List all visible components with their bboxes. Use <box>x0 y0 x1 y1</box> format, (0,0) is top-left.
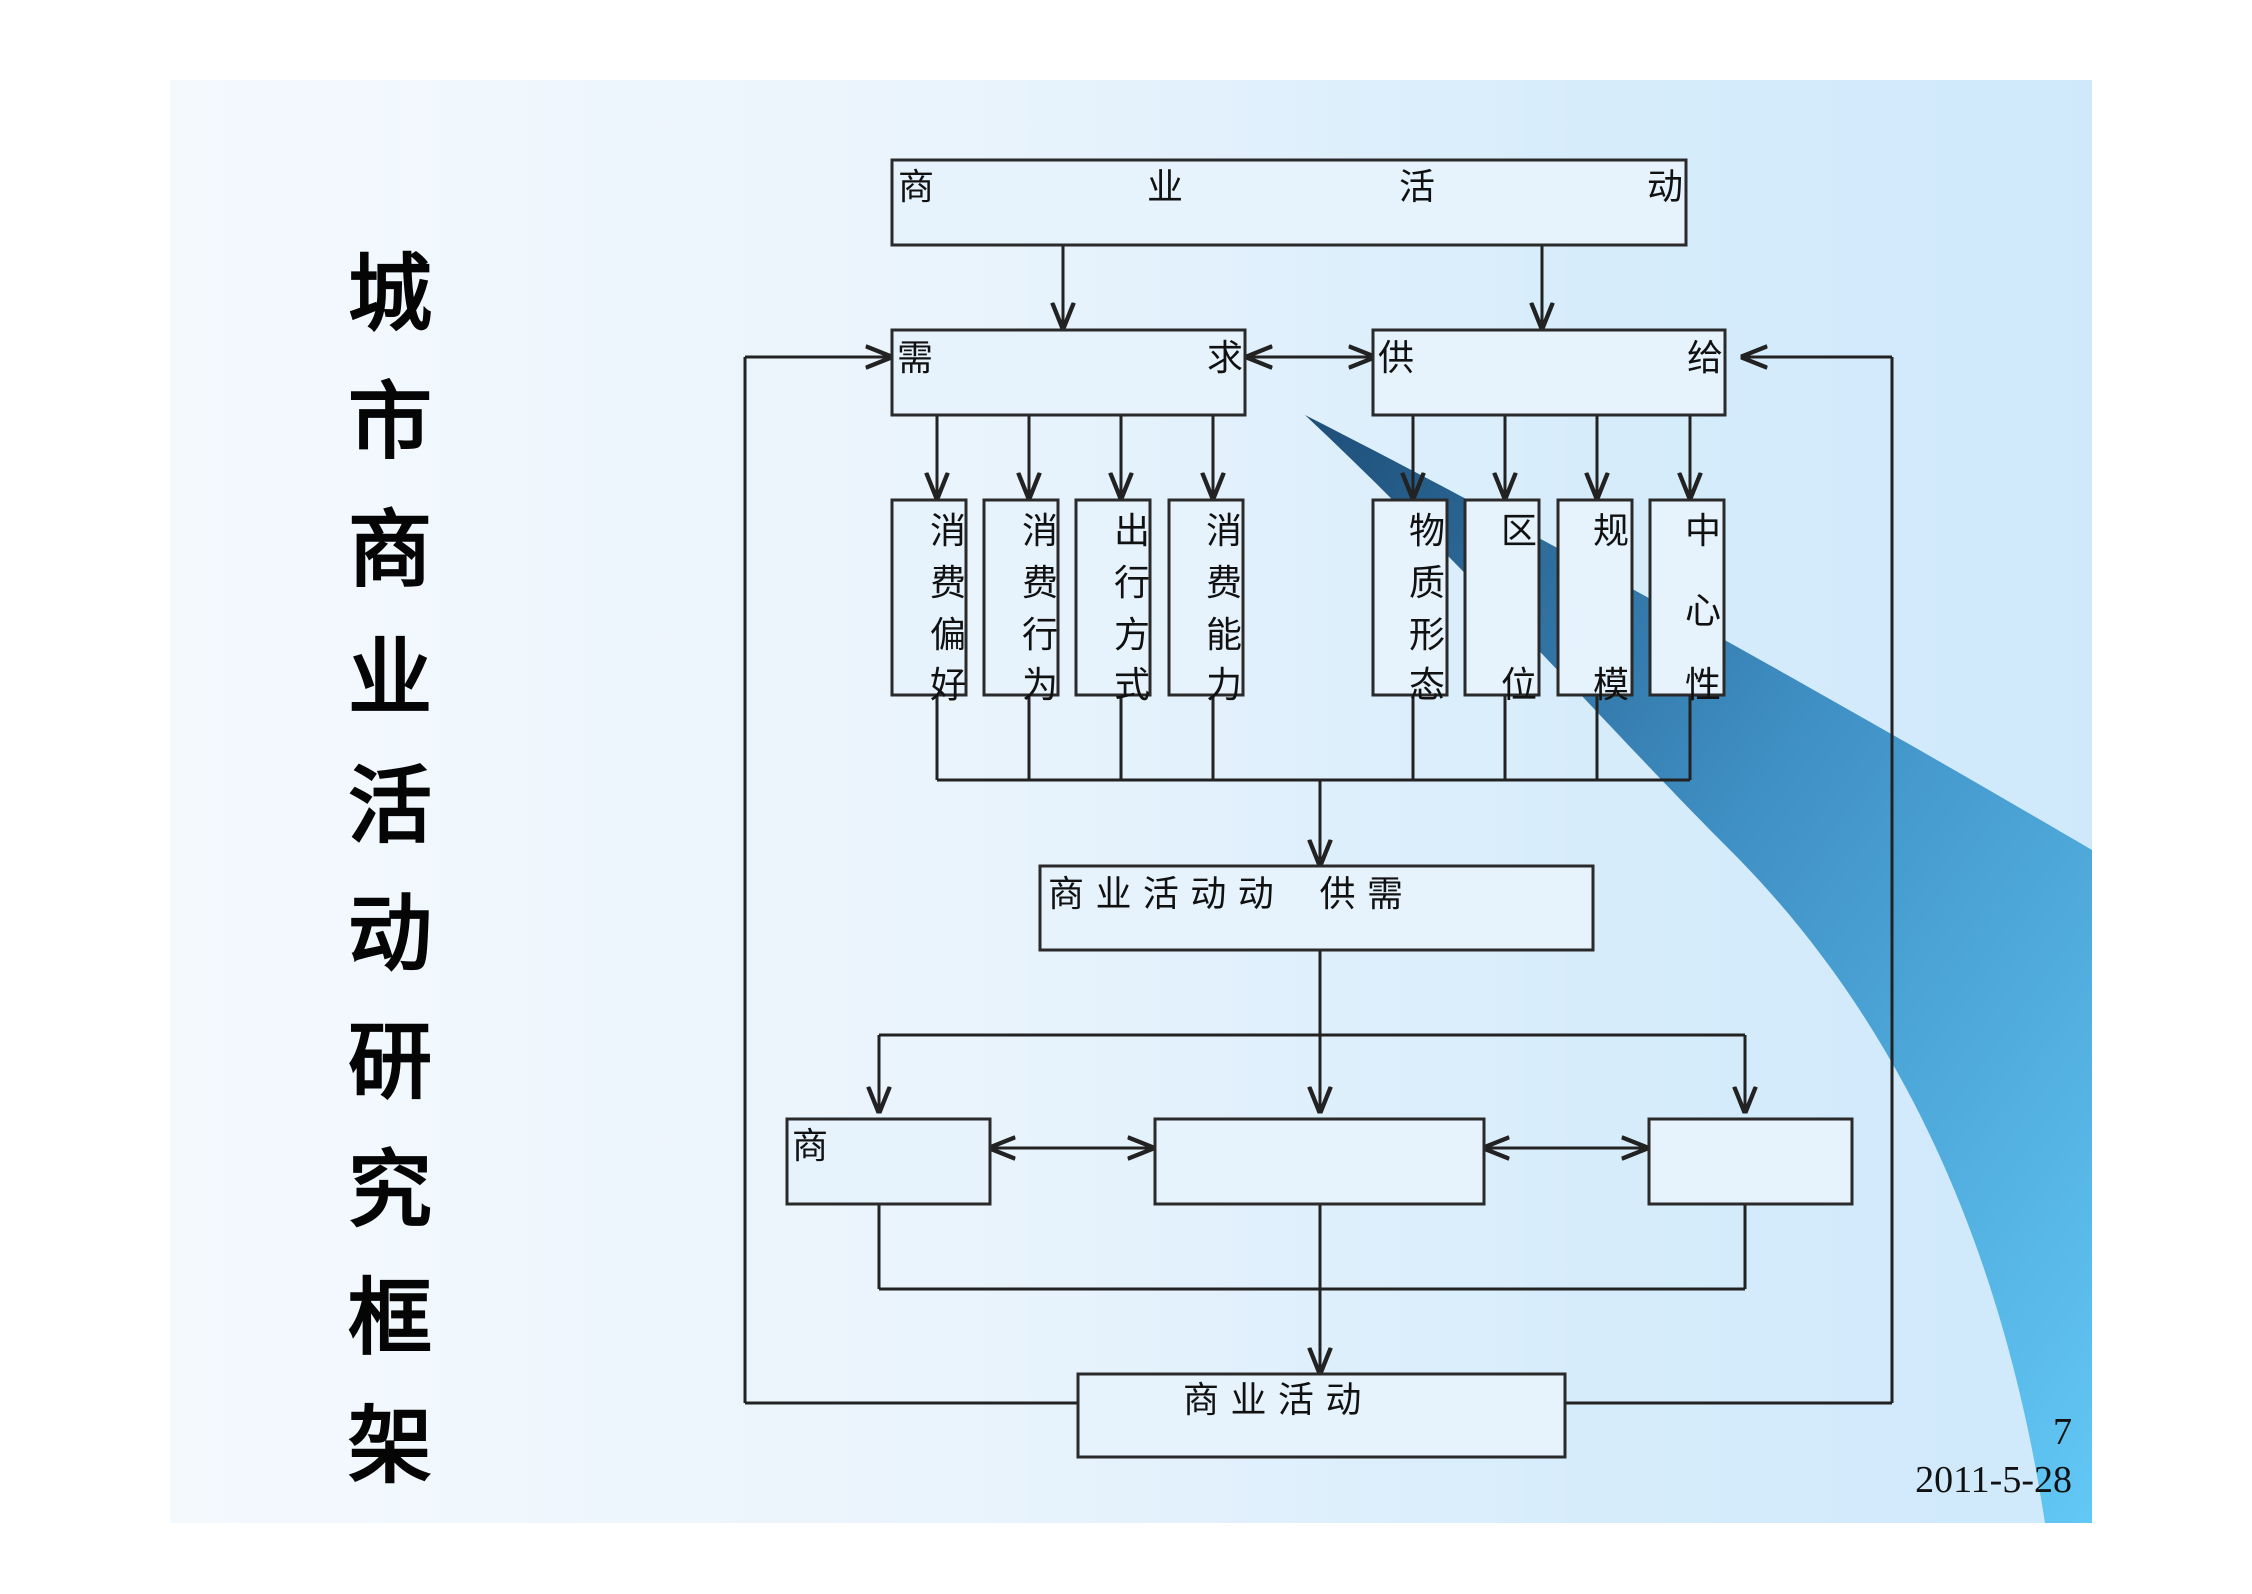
demand-factor-box <box>982 498 1060 697</box>
right-result-box <box>1647 1117 1854 1206</box>
bottom-box-label: 商 业 活 动 <box>1183 1380 1361 1421</box>
factor-char: 费 <box>1022 563 1058 604</box>
factor-char: 能 <box>1206 615 1242 656</box>
factor-char: 为 <box>1022 665 1058 706</box>
business-activity-top-box <box>890 158 1688 247</box>
title-char: 动 <box>347 885 432 983</box>
demand-factor-box <box>1074 498 1152 697</box>
factor-char: 物 <box>1409 511 1445 552</box>
demand-char: 需 <box>897 338 933 379</box>
demand-char: 求 <box>1207 338 1243 379</box>
factor-char: 行 <box>1114 563 1150 604</box>
factor-char: 出 <box>1114 511 1150 552</box>
demand-factor-box <box>1167 498 1245 697</box>
page-number: 7 <box>2053 1411 2072 1453</box>
title-char: 框 <box>347 1269 432 1367</box>
factor-char: 心 <box>1685 591 1721 632</box>
slide: 城 市 商 业 活 动 研 究 框 架 <box>170 80 2092 1523</box>
vertical-title: 城 市 商 业 活 动 研 究 框 架 <box>330 230 450 1510</box>
factor-char: 态 <box>1409 665 1445 706</box>
factor-char: 中 <box>1685 511 1721 552</box>
factor-char: 区 <box>1501 511 1537 552</box>
factor-char: 形 <box>1409 615 1445 656</box>
top-box-char: 业 <box>1147 167 1183 208</box>
demand-box <box>890 328 1247 417</box>
left-box-label: 商 <box>792 1126 828 1167</box>
factor-char: 行 <box>1022 615 1058 656</box>
center-result-box <box>1153 1117 1486 1206</box>
title-char: 市 <box>347 373 432 471</box>
title-char: 业 <box>347 629 432 727</box>
top-box-char: 商 <box>898 167 934 208</box>
framework-diagram: 商 业 活 动 需 求 供 给 消 费 偏 好 消 费 行 为 出 行 方 式 <box>743 158 1894 1459</box>
factor-char: 式 <box>1114 665 1150 706</box>
supply-factor-box <box>1556 498 1634 697</box>
title-char: 活 <box>347 757 432 855</box>
supply-char: 供 <box>1378 338 1414 379</box>
supply-factor-box <box>1463 498 1541 697</box>
title-char: 究 <box>347 1141 432 1239</box>
title-char: 城 <box>347 245 432 343</box>
demand-factor-box <box>890 498 968 697</box>
factor-char: 规 <box>1593 511 1629 552</box>
supply-demand-box <box>1038 864 1595 952</box>
supply-demand-label: 商 业 活 动 动 供 需 <box>1048 874 1403 915</box>
top-box-char: 活 <box>1399 167 1435 208</box>
business-activity-bottom-box <box>1076 1372 1567 1459</box>
left-result-box <box>785 1117 992 1206</box>
factor-char: 质 <box>1409 563 1445 604</box>
factor-char: 消 <box>930 511 966 552</box>
supply-char: 给 <box>1687 338 1723 379</box>
factor-char: 消 <box>1206 511 1242 552</box>
factor-char: 偏 <box>930 615 966 656</box>
factor-char: 位 <box>1501 665 1537 706</box>
factor-char: 性 <box>1685 665 1721 706</box>
factor-char: 方 <box>1114 615 1150 656</box>
title-char: 研 <box>347 1013 432 1111</box>
factor-char: 消 <box>1022 511 1058 552</box>
factor-char: 费 <box>930 563 966 604</box>
supply-box <box>1371 328 1727 417</box>
supply-factor-box <box>1371 498 1449 697</box>
factor-char: 模 <box>1593 665 1629 706</box>
factor-char: 费 <box>1206 563 1242 604</box>
title-char: 架 <box>347 1397 432 1495</box>
top-box-char: 动 <box>1647 167 1683 208</box>
slide-date: 2011-5-28 <box>1915 1459 2072 1501</box>
factor-char: 好 <box>930 665 966 706</box>
title-char: 商 <box>347 501 432 599</box>
supply-factor-box <box>1648 498 1726 697</box>
factor-char: 力 <box>1206 665 1242 706</box>
